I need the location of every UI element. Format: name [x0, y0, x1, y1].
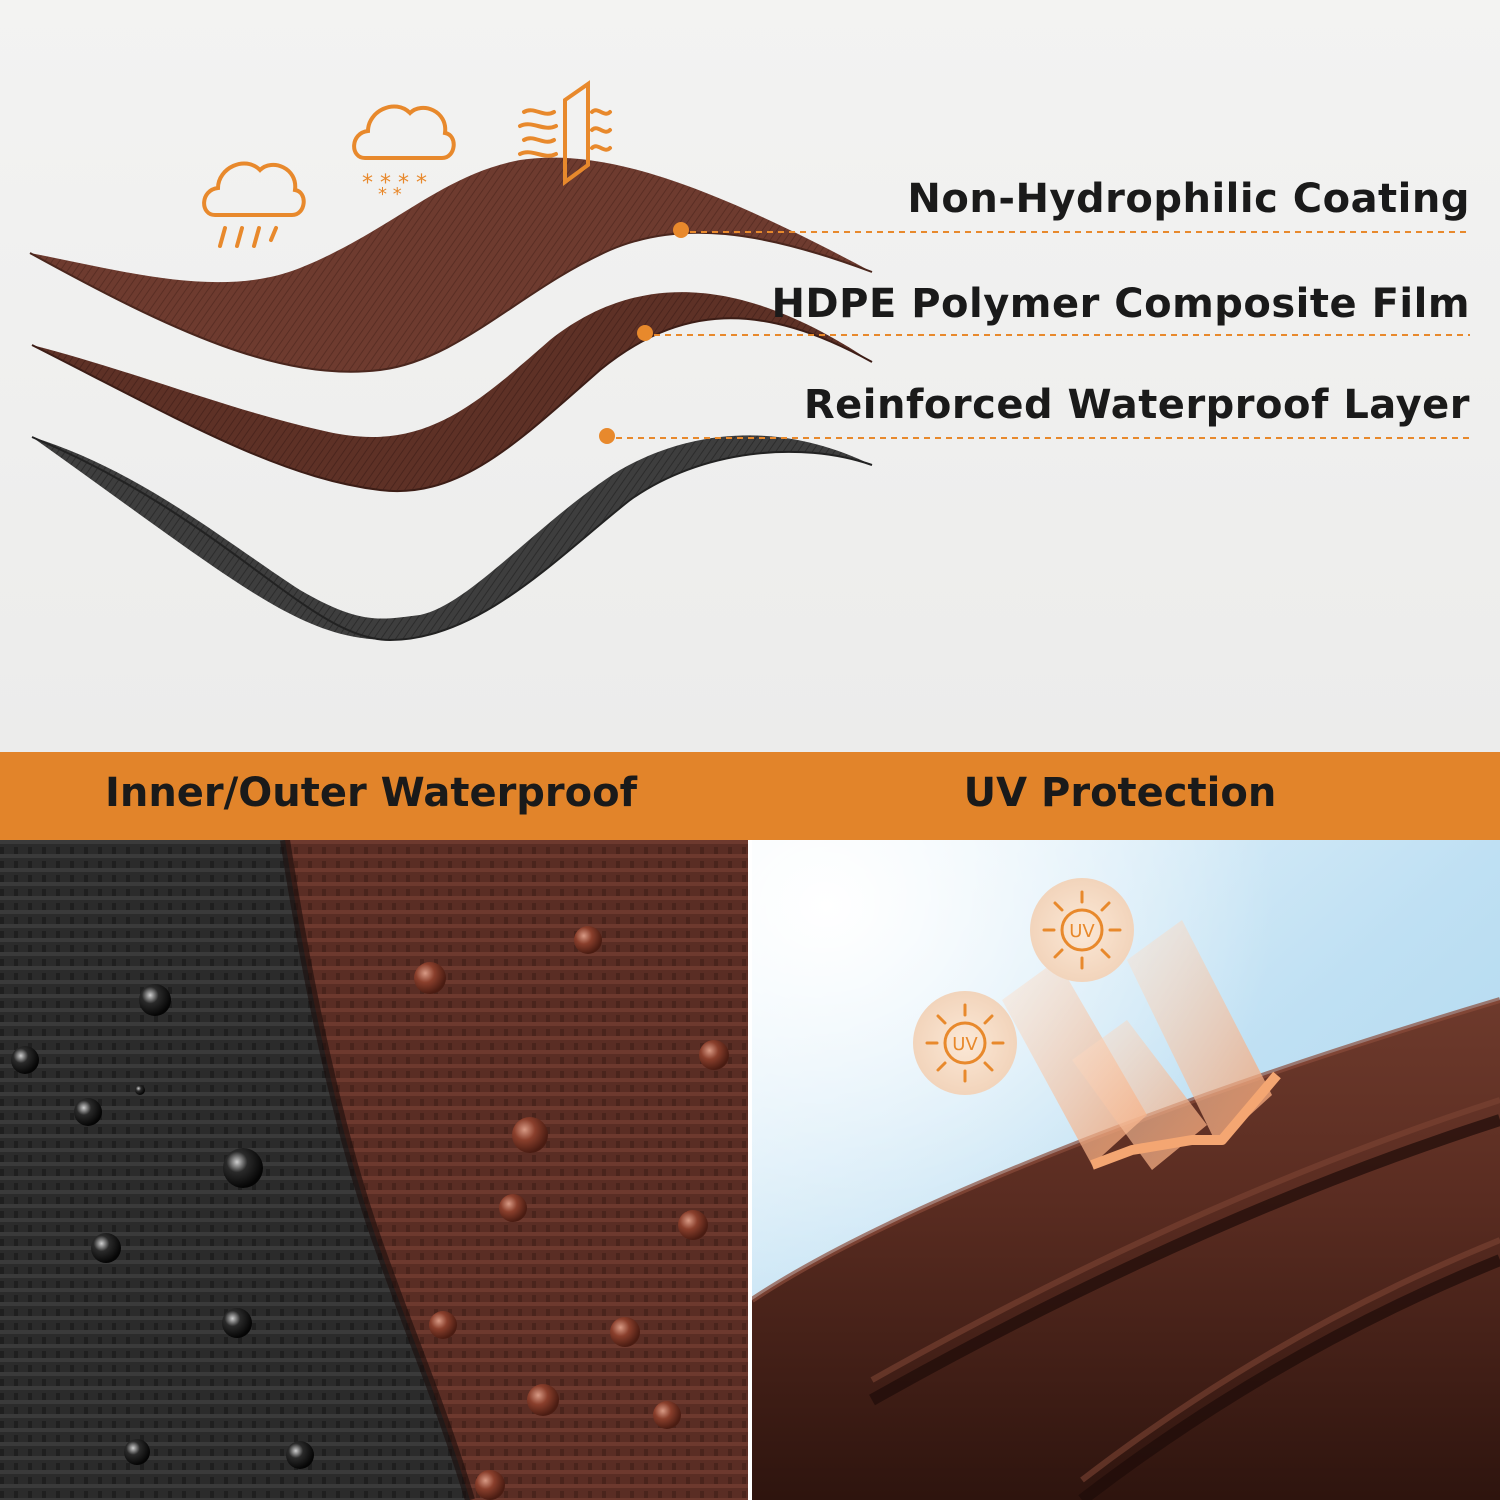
coating-sheet	[30, 157, 872, 372]
rain-cloud-icon	[202, 161, 306, 248]
svg-text:UV: UV	[1069, 921, 1095, 942]
uv-protection-photo: UV UV	[752, 840, 1500, 1500]
uv-badge-upper: UV	[1030, 878, 1134, 982]
water-droplets-black	[11, 984, 314, 1469]
svg-text:UV: UV	[952, 1034, 978, 1055]
reinforced-waterproof-layer-sheet	[32, 435, 872, 640]
uv-reflection-beams	[1002, 920, 1281, 1170]
layer-diagram-panel: * * * * * * Non-Hydrophilic Coating HDPE…	[0, 0, 1500, 752]
waterproof-photo	[0, 840, 748, 1500]
feature-title-waterproof: Inner/Outer Waterproof	[104, 770, 638, 816]
hdpe-film-sheet	[32, 292, 872, 492]
wind-wall-icon	[518, 80, 612, 186]
water-droplets-brown	[414, 926, 729, 1500]
layer-label-film: HDPE Polymer Composite Film	[771, 281, 1470, 327]
layer-label-coating: Non-Hydrophilic Coating	[907, 176, 1470, 222]
uv-badge-lower: UV	[913, 991, 1017, 1095]
feature-title-uv: UV Protection	[963, 770, 1277, 816]
svg-text:* *: * *	[378, 184, 402, 205]
layer-diagram: * * * * * *	[29, 80, 1470, 642]
layer-label-waterproof: Reinforced Waterproof Layer	[803, 382, 1470, 428]
photo-divider	[748, 840, 752, 1500]
rolled-tarp	[752, 997, 1500, 1500]
svg-text:* * * *: * * * *	[362, 171, 427, 196]
snow-cloud-icon: * * * * * *	[352, 104, 456, 205]
feature-title-band: Inner/Outer Waterproof UV Protection	[0, 752, 1500, 840]
